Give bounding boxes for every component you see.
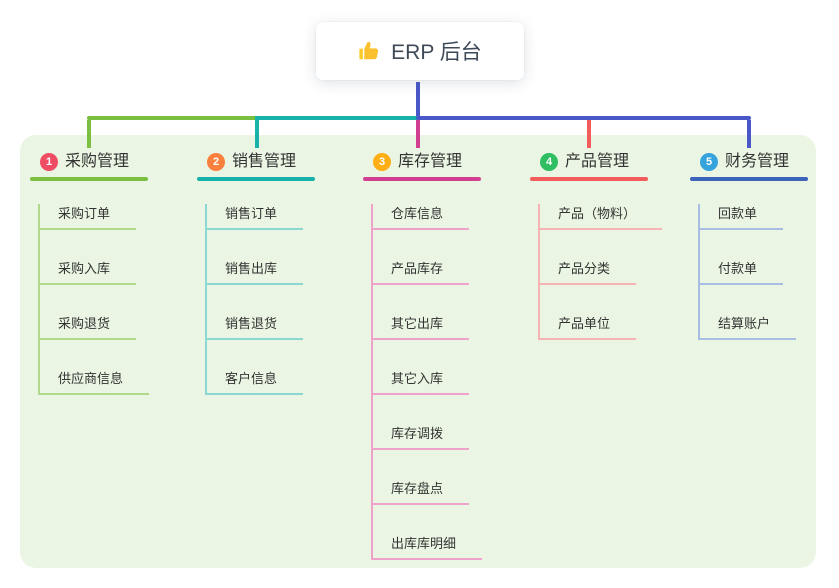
branch-drop-line: [747, 120, 751, 148]
child-node[interactable]: 产品库存: [373, 259, 470, 285]
child-node[interactable]: 产品单位: [540, 314, 637, 340]
branches-panel: [20, 135, 816, 568]
root-stem-line: [416, 82, 420, 120]
branch-number-badge: 4: [540, 153, 558, 171]
branch-label: 采购管理: [65, 153, 130, 170]
root-title: ERP 后台: [391, 41, 482, 64]
child-node[interactable]: 产品（物料）: [540, 204, 663, 230]
child-node[interactable]: 销售订单: [207, 204, 304, 230]
child-node[interactable]: 采购订单: [40, 204, 137, 230]
child-node[interactable]: 客户信息: [207, 369, 304, 395]
branch-children: 产品（物料） 产品分类产品单位: [538, 204, 663, 340]
branch-number-badge: 5: [700, 153, 718, 171]
branch-number-badge: 2: [207, 153, 225, 171]
branch-children: 仓库信息产品库存其它出库其它入库库存调拨库存盘点出库库明细: [371, 204, 483, 560]
root-node[interactable]: ERP 后台: [316, 22, 524, 80]
branch-label: 销售管理: [232, 153, 297, 170]
child-node[interactable]: 付款单: [700, 259, 784, 285]
child-node[interactable]: 结算账户: [700, 314, 797, 340]
branch-header[interactable]: 5 财务管理: [690, 146, 808, 177]
child-node[interactable]: 采购退货: [40, 314, 137, 340]
trunk-segment-blue: [416, 116, 751, 120]
branch-drop-line: [416, 120, 420, 148]
branch-children: 回款单付款单结算账户: [698, 204, 808, 340]
child-node[interactable]: 销售退货: [207, 314, 304, 340]
branch-underline: [530, 177, 648, 181]
child-node[interactable]: 供应商信息: [40, 369, 150, 395]
child-node[interactable]: 回款单: [700, 204, 784, 230]
child-node[interactable]: 销售出库: [207, 259, 304, 285]
branch-number-badge: 3: [373, 153, 391, 171]
branch-header[interactable]: 3 库存管理: [363, 146, 482, 177]
branch-库存管理: 3 库存管理仓库信息产品库存其它出库其它入库库存调拨库存盘点出库库明细: [363, 146, 483, 560]
branch-header[interactable]: 1 采购管理: [30, 146, 149, 177]
branch-header[interactable]: 2 销售管理: [197, 146, 315, 177]
branch-销售管理: 2 销售管理销售订单销售出库销售退货客户信息: [197, 146, 315, 395]
branch-产品管理: 4 产品管理产品（物料） 产品分类产品单位: [530, 146, 663, 340]
branch-财务管理: 5 财务管理回款单付款单结算账户: [690, 146, 808, 340]
trunk-segment-teal: [255, 116, 418, 120]
branch-drop-line: [87, 120, 91, 148]
branch-children: 采购订单采购入库采购退货供应商信息: [38, 204, 150, 395]
branch-number-badge: 1: [40, 153, 58, 171]
branch-label: 产品管理: [565, 153, 630, 170]
child-node[interactable]: 出库库明细: [373, 534, 483, 560]
child-node[interactable]: 库存调拨: [373, 424, 470, 450]
child-node[interactable]: 采购入库: [40, 259, 137, 285]
branch-drop-line: [587, 120, 591, 148]
branch-header[interactable]: 4 产品管理: [530, 146, 662, 177]
branch-underline: [690, 177, 808, 181]
branch-drop-line: [255, 120, 259, 148]
branch-underline: [363, 177, 481, 181]
thumbs-up-icon: [359, 41, 379, 60]
child-node[interactable]: 库存盘点: [373, 479, 470, 505]
branch-采购管理: 1 采购管理采购订单采购入库采购退货供应商信息: [30, 146, 150, 395]
branch-underline: [197, 177, 315, 181]
child-node[interactable]: 其它出库: [373, 314, 470, 340]
branch-children: 销售订单销售出库销售退货客户信息: [205, 204, 315, 395]
trunk-segment-green: [87, 116, 259, 120]
branch-label: 财务管理: [725, 153, 790, 170]
branch-label: 库存管理: [398, 153, 463, 170]
child-node[interactable]: 仓库信息: [373, 204, 470, 230]
child-node[interactable]: 产品分类: [540, 259, 637, 285]
branch-underline: [30, 177, 148, 181]
child-node[interactable]: 其它入库: [373, 369, 470, 395]
